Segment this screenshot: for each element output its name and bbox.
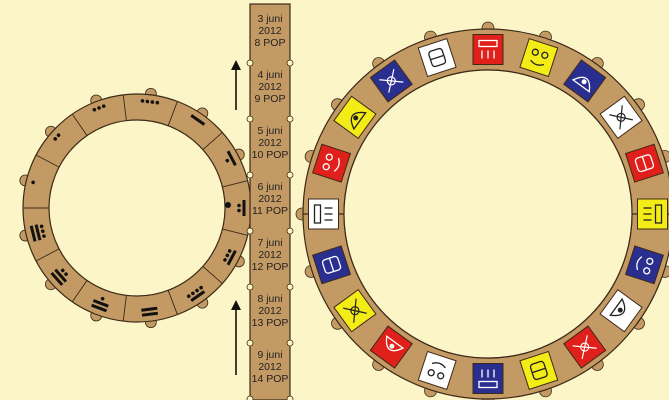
strip-entry-day: 3 juni	[257, 13, 282, 25]
strip-entry-haab: 9 POP	[255, 93, 286, 105]
large-wheel-hole	[344, 70, 632, 358]
strip-entry-day: 4 juni	[257, 69, 282, 81]
strip-entry-haab: 8 POP	[255, 37, 286, 49]
chuwen-icon	[473, 364, 503, 394]
strip-entry-day: 6 juni	[257, 181, 282, 193]
strip-entry-year: 2012	[258, 305, 282, 317]
strip-entry-day: 8 juni	[257, 293, 282, 305]
strip-entry-year: 2012	[258, 81, 282, 93]
strip-entry-haab: 13 POP	[252, 317, 289, 329]
strip-entry-year: 2012	[258, 137, 282, 149]
strip-entry-year: 2012	[258, 193, 282, 205]
imix-icon	[473, 35, 503, 65]
strip-entry-day: 7 juni	[257, 237, 282, 249]
strip-entry-haab: 14 POP	[252, 373, 289, 385]
kimi-icon	[638, 199, 668, 229]
indicator-dot	[225, 202, 231, 208]
kib-icon	[309, 199, 339, 229]
strip-entry-year: 2012	[258, 361, 282, 373]
strip-entry-haab: 10 POP	[252, 149, 289, 161]
strip-entry-haab: 11 POP	[252, 205, 288, 217]
strip-entry-day: 9 juni	[257, 349, 282, 361]
strip-entry-day: 5 juni	[257, 125, 282, 137]
strip-entry-year: 2012	[258, 249, 282, 261]
strip-entry-year: 2012	[258, 25, 282, 37]
small-wheel-hole	[49, 120, 225, 296]
strip-entry-haab: 12 POP	[252, 261, 289, 273]
